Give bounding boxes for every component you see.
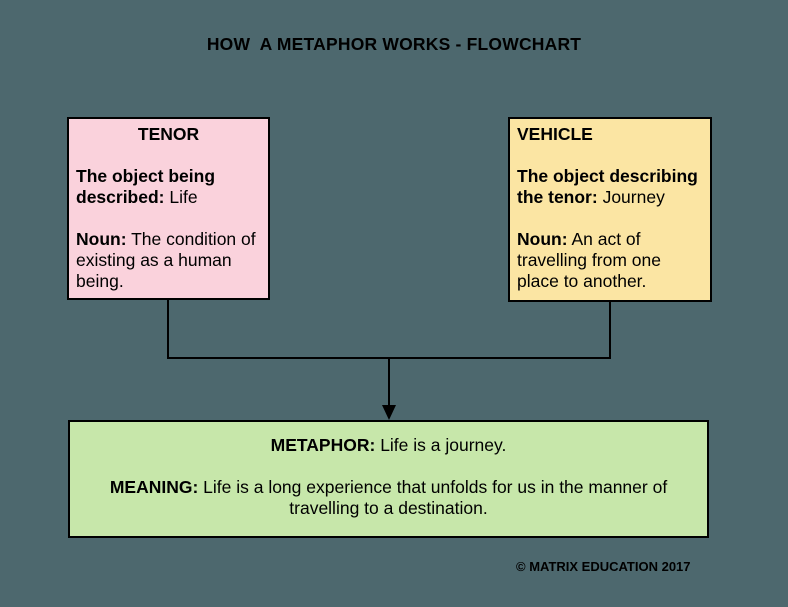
vehicle-noun-text: Noun: An act of travelling from one plac…: [517, 229, 703, 292]
page-title: HOW A METAPHOR WORKS - FLOWCHART: [206, 34, 582, 54]
tenor-box: TENOR The object being described: Life N…: [67, 117, 270, 300]
arrow-down-icon: [382, 405, 396, 420]
meaning-label: MEANING:: [109, 477, 199, 497]
vehicle-box: VEHICLE The object describing the tenor:…: [508, 117, 712, 302]
metaphor-result-box: METAPHOR: Life is a journey. MEANING: Li…: [68, 420, 709, 538]
tenor-noun-label: Noun:: [76, 229, 127, 249]
tenor-object-value: Life: [164, 187, 198, 207]
tenor-object-label: The object being described:: [76, 166, 216, 207]
meaning-value: Life is a long experience that unfolds f…: [198, 477, 668, 518]
tenor-connector-line: [167, 300, 169, 359]
vehicle-object-value: Journey: [597, 187, 665, 207]
metaphor-label: METAPHOR:: [270, 435, 376, 455]
tenor-object-text: The object being described: Life: [76, 166, 261, 208]
tenor-noun-text: Noun: The condition of existing as a hum…: [76, 229, 261, 292]
vehicle-object-label: The object describing the tenor:: [517, 166, 698, 207]
vehicle-connector-line: [609, 302, 611, 359]
metaphor-text: METAPHOR: Life is a journey.: [101, 435, 676, 456]
center-connector-line: [388, 357, 390, 407]
metaphor-value: Life is a journey.: [375, 435, 507, 455]
tenor-heading: TENOR: [137, 124, 200, 144]
vehicle-noun-label: Noun:: [517, 229, 568, 249]
copyright-text: © MATRIX EDUCATION 2017: [516, 559, 691, 574]
meaning-text: MEANING: Life is a long experience that …: [101, 477, 676, 519]
tenor-noun-value: The condition of existing as a human bei…: [76, 229, 256, 291]
vehicle-noun-value: An act of travelling from one place to a…: [517, 229, 661, 291]
vehicle-object-text: The object describing the tenor: Journey: [517, 166, 703, 208]
vehicle-heading: VEHICLE: [517, 124, 593, 144]
